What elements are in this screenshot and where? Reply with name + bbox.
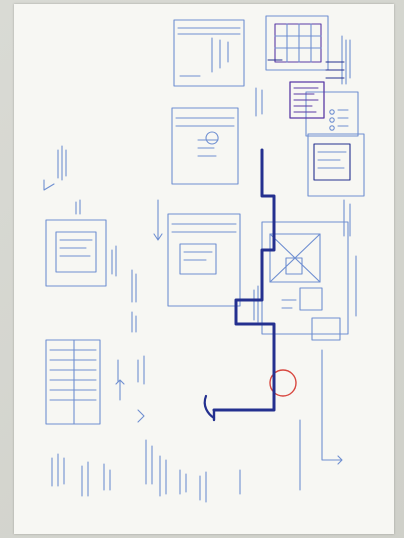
flow-arrows [115,199,343,491]
screen-sketch-center [167,213,241,307]
screen-sketch-left [45,199,107,287]
annotation-text-right [255,35,351,117]
red-circle-mark [269,369,297,397]
dark-blue-flow-line [212,148,276,412]
screen-sketch-bottom-left [45,339,101,425]
screen-sketch-middle-top [171,107,239,185]
screen-sketch-top [173,19,245,87]
annotation-text-left [43,145,259,503]
screen-sketch-right [307,133,365,317]
screen-sketch-grid [265,15,329,71]
highlighted-module [289,61,359,137]
